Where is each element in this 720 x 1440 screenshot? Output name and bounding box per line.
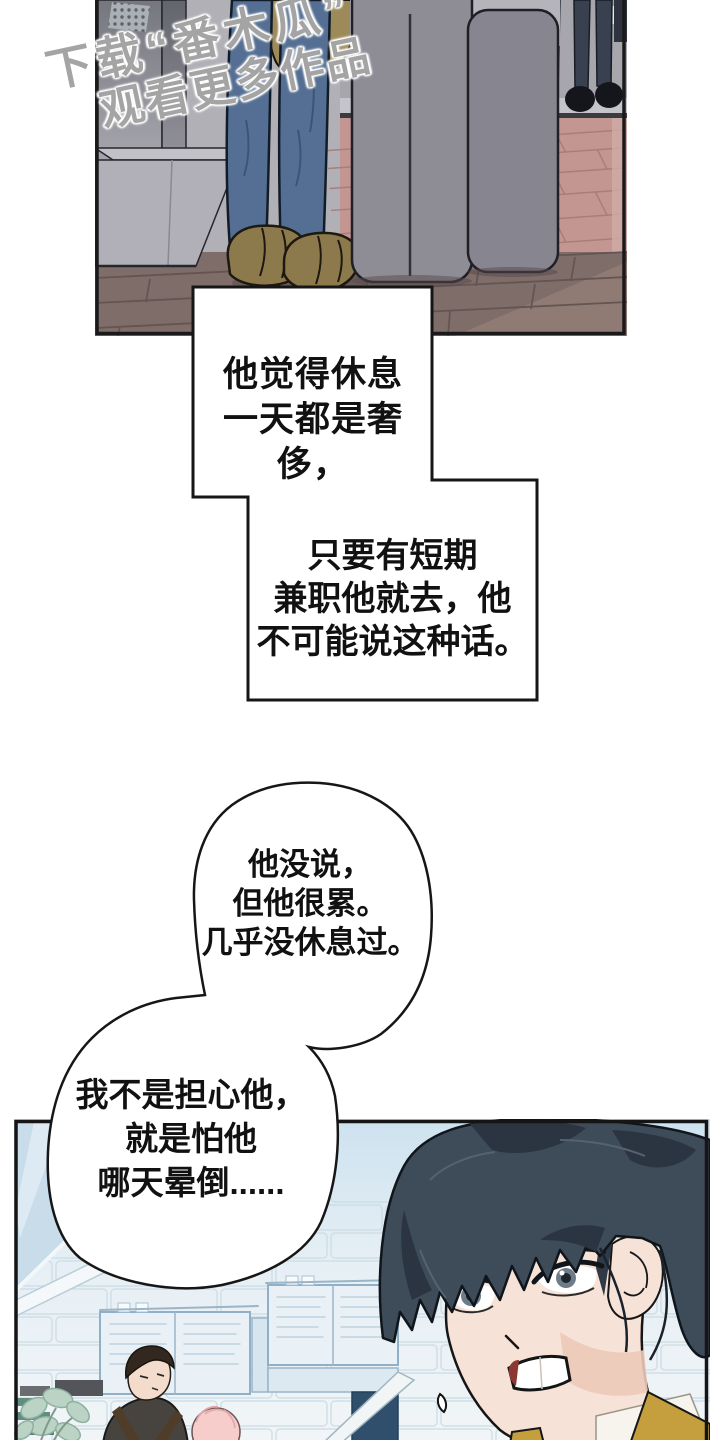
bubble-line: 我不是担心他，: [75, 1076, 307, 1113]
nose: [504, 1334, 520, 1350]
bubble-line: 几乎没休息过。: [201, 925, 419, 960]
barista-man: [102, 1345, 189, 1440]
narration-text-2: 只要有短期 兼职他就去，他 不可能说这种话。: [250, 535, 535, 664]
narration-line: 不可能说这种话。: [256, 623, 529, 661]
sweat-drop: [436, 1392, 448, 1414]
foreground-man-face: [378, 1119, 710, 1440]
plant: [14, 1380, 103, 1440]
narration-line: 只要有短期: [307, 537, 478, 575]
pink-haired-person: [191, 1405, 241, 1440]
speech-bubble-shape: [46, 781, 433, 1290]
speech-bubble-1-text: 他没说， 但他很累。 几乎没休息过。: [190, 845, 430, 962]
collar: [630, 1390, 710, 1440]
stair-rail: [325, 1371, 416, 1440]
bubble-line: 哪天晕倒......: [97, 1164, 285, 1201]
stone-blocks: [350, 0, 560, 287]
stone-column: [95, 0, 259, 268]
standing-person: [225, 0, 368, 296]
narration-line: 他觉得休息: [222, 355, 403, 394]
mouth: [507, 1354, 572, 1392]
bubble-line: 他没说，: [248, 847, 372, 882]
panel2-border: [14, 1119, 709, 1440]
panel-street-scene: [95, 0, 627, 336]
narration-line: 一天都是奢侈，: [222, 400, 403, 484]
bubble-line: 但他很累。: [232, 886, 388, 921]
narration-text-1: 他觉得休息 一天都是奢侈，: [193, 352, 433, 487]
bubble-line: 就是怕他: [125, 1120, 257, 1157]
right-eye: [531, 1259, 605, 1285]
narration-box: [191, 285, 539, 702]
narration-line: 兼职他就去，他: [273, 580, 512, 618]
speech-bubble-2-text: 我不是担心他， 就是怕他 哪天晕倒......: [45, 1073, 337, 1205]
